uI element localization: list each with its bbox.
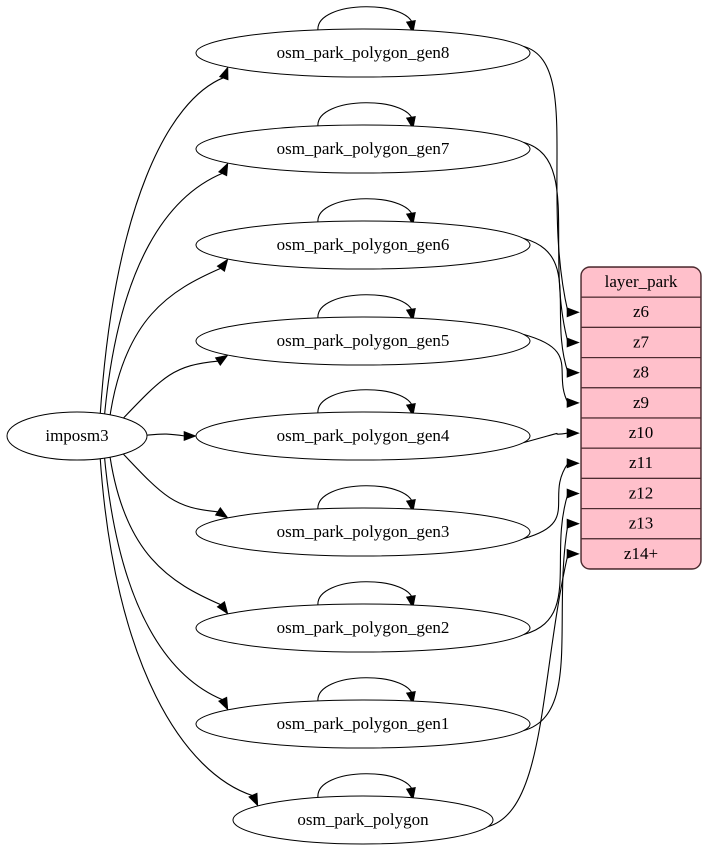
arrowhead-imposm3-to-base <box>248 792 259 807</box>
layer-park-row-z6[interactable] <box>581 296 701 329</box>
edge-imposm3-to-gen7 <box>103 172 224 420</box>
node-gen5-label: osm_park_polygon_gen5 <box>277 331 450 350</box>
arrowhead-imposm3-to-gen4 <box>183 430 197 442</box>
layer-park-cell-label-z13: z13 <box>629 514 654 533</box>
layer-park-header-label: layer_park <box>605 272 678 291</box>
node-gen6-label: osm_park_polygon_gen6 <box>277 235 450 254</box>
edge-base-to-z14+ <box>487 553 569 828</box>
node-gen6[interactable]: osm_park_polygon_gen6 <box>195 220 531 270</box>
node-gen2-shape <box>195 603 531 653</box>
node-gen3-label: osm_park_polygon_gen3 <box>277 522 450 541</box>
node-gen6-shape <box>195 220 531 270</box>
self-loop-gen7 <box>317 102 414 128</box>
node-gen2-label: osm_park_polygon_gen2 <box>277 618 450 637</box>
layer-park-cell-label-z11: z11 <box>629 453 653 472</box>
node-base-label: osm_park_polygon <box>297 810 429 829</box>
arrowhead-gen8-to-z6 <box>566 307 580 318</box>
node-gen8-shape <box>195 28 531 78</box>
layer-park-cell-label-z9: z9 <box>633 393 649 412</box>
edge-gen2-to-z12 <box>523 493 569 636</box>
arrowhead-imposm3-to-gen6 <box>216 258 229 273</box>
node-gen8[interactable]: osm_park_polygon_gen8 <box>195 28 531 78</box>
edge-gen5-to-z9 <box>523 333 569 404</box>
arrowhead-gen3-to-z11 <box>566 458 580 469</box>
node-gen7[interactable]: osm_park_polygon_gen7 <box>195 124 531 174</box>
arrowhead-gen4-to-z10 <box>566 428 580 439</box>
edge-layer <box>99 6 580 828</box>
arrowhead-gen7-to-z7 <box>566 337 580 348</box>
node-gen8-label: osm_park_polygon_gen8 <box>277 43 450 62</box>
arrowhead-self-loop-base <box>405 787 416 801</box>
node-gen4-shape <box>195 411 531 461</box>
arrowhead-gen6-to-z8 <box>566 367 580 378</box>
layer-park-cell-label-z6: z6 <box>633 302 649 321</box>
node-gen7-label: osm_park_polygon_gen7 <box>277 139 450 158</box>
self-loop-gen1 <box>317 677 414 703</box>
arrowhead-imposm3-to-gen1 <box>218 696 229 711</box>
edge-imposm3-to-base <box>99 455 254 797</box>
edge-gen8-to-z6 <box>523 45 569 313</box>
layer-table-group: layer_park z6 z7 z8 z9 z10 z11 z12 z13 z14+ <box>580 266 702 570</box>
node-gen1-label: osm_park_polygon_gen1 <box>277 714 450 733</box>
layer-park-row-z7[interactable] <box>581 326 701 359</box>
node-gen1-shape <box>195 699 531 749</box>
arrowhead-gen5-to-z9 <box>566 397 580 408</box>
self-loop-gen5 <box>317 294 414 320</box>
node-gen1[interactable]: osm_park_polygon_gen1 <box>195 699 531 749</box>
self-loop-base <box>317 773 414 799</box>
arrowhead-base-to-z14+ <box>566 548 580 559</box>
self-loop-gen8 <box>317 6 414 32</box>
arrowhead-imposm3-to-gen8 <box>218 66 229 81</box>
layer-park-cells <box>581 267 701 569</box>
node-base-shape <box>232 795 494 845</box>
arrowhead-imposm3-to-gen7 <box>218 162 229 177</box>
edge-imposm3-to-gen1 <box>103 452 224 701</box>
arrowhead-imposm3-to-gen5 <box>214 354 229 366</box>
layer-park-cell-label-z10: z10 <box>629 423 654 442</box>
edge-imposm3-to-gen5 <box>113 360 219 429</box>
layer-park-cell-label-z8: z8 <box>633 363 649 382</box>
node-gen5[interactable]: osm_park_polygon_gen5 <box>195 316 531 366</box>
node-imposm3[interactable]: imposm3 <box>6 411 148 461</box>
self-loop-gen2 <box>317 581 414 607</box>
layer-park-cell-label-z7: z7 <box>633 332 650 351</box>
edge-imposm3-to-gen2 <box>108 449 222 606</box>
edge-gen1-to-z13 <box>523 523 569 732</box>
edge-imposm3-to-gen6 <box>108 267 222 423</box>
node-gen5-shape <box>195 316 531 366</box>
arrowhead-gen1-to-z13 <box>566 518 580 529</box>
edge-gen4-to-z10 <box>523 432 569 444</box>
node-imposm3-label: imposm3 <box>45 426 108 445</box>
edge-gen7-to-z7 <box>523 141 569 343</box>
layer-park-row-z9[interactable] <box>581 387 701 419</box>
node-gen4[interactable]: osm_park_polygon_gen4 <box>195 411 531 461</box>
arrowhead-gen2-to-z12 <box>566 488 580 499</box>
self-loop-gen3 <box>317 485 414 511</box>
edge-imposm3-to-gen8 <box>99 76 225 417</box>
node-layer: imposm3 osm_park_polygon_gen8 osm_park_pol… <box>6 28 531 845</box>
layer-park-row-z12[interactable] <box>581 477 701 510</box>
self-loop-gen4 <box>317 389 414 415</box>
edge-gen6-to-z8 <box>523 237 569 373</box>
node-gen3[interactable]: osm_park_polygon_gen3 <box>195 507 531 557</box>
edge-imposm3-to-gen3 <box>113 443 219 513</box>
self-loop-gen6 <box>317 198 414 224</box>
node-gen7-shape <box>195 124 531 174</box>
node-base[interactable]: osm_park_polygon <box>232 795 494 845</box>
layer-park-cell-label-z12: z12 <box>629 483 654 502</box>
node-gen4-label: osm_park_polygon_gen4 <box>277 426 450 445</box>
edge-gen3-to-z11 <box>523 462 569 540</box>
node-gen3-shape <box>195 507 531 557</box>
arrowhead-imposm3-to-gen2 <box>216 600 229 615</box>
arrowhead-imposm3-to-gen3 <box>214 506 229 519</box>
node-imposm3-shape <box>6 411 148 461</box>
layer-park-outline <box>580 266 702 570</box>
layer-park-cell-label-z14+: z14+ <box>624 544 658 563</box>
node-gen2[interactable]: osm_park_polygon_gen2 <box>195 603 531 653</box>
